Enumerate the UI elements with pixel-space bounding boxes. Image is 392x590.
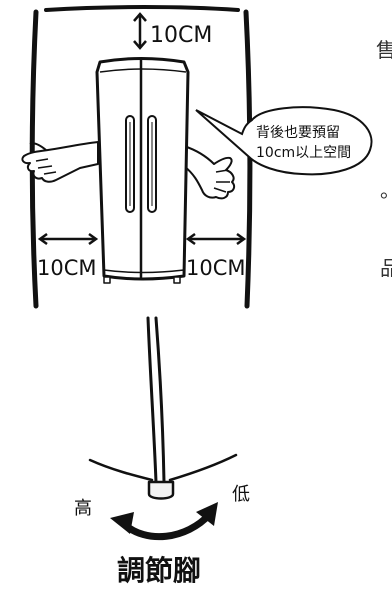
speech-bubble-line2: 10cm以上空間 [256,145,351,161]
left-hand-icon [21,141,99,183]
edge-char-top: 售 [376,38,392,62]
cabinet-corner-edge-1 [146,316,158,484]
back-wall [44,5,240,12]
left-gap-arrow [37,232,99,246]
left-foot [103,276,111,284]
right-hand-icon [183,145,236,200]
refrigerator [95,57,190,284]
right-wall [243,9,253,309]
fridge-bottom-edge [103,269,185,274]
cabinet-edge-right [168,453,238,482]
high-label: 高 [74,498,92,519]
top-gap-label: 10CM [150,23,212,48]
edge-dot: 。 [380,180,392,200]
foot-knob-icon [147,480,175,500]
edge-char-bottom: 品 [380,256,392,280]
speech-bubble [195,106,373,176]
fridge-top-edge [99,68,187,73]
speech-bubble-line1: 背後也要預留 [256,125,340,141]
leveling-foot-illustration [88,316,238,541]
leveling-foot-title: 調節腳 [117,554,201,587]
right-gap-arrow [185,232,247,246]
fridge-body [95,57,190,281]
adjust-arrow-icon[interactable] [120,510,214,541]
adjust-arrow-left-head [110,512,134,534]
adjust-arrow-right-head [196,502,218,526]
right-gap-label: 10CM [186,256,246,280]
cabinet-corner-edge-2 [154,316,166,484]
low-label: 低 [232,484,250,505]
top-gap-arrow [133,12,147,50]
right-foot [173,276,181,284]
left-gap-label: 10CM [37,256,97,280]
cabinet-edge-left [88,458,154,482]
